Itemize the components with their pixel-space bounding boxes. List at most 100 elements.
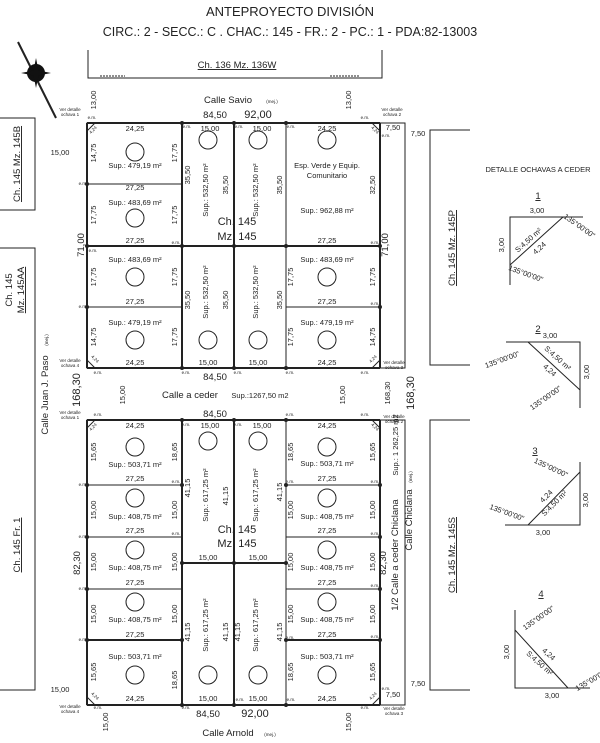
dims-d1500-label: 15,00 <box>199 358 218 367</box>
boundary-mark-dot <box>85 182 89 186</box>
boundary-mark-dot <box>378 535 382 539</box>
lots-s47919-label: Sup.: 479,19 m² <box>108 318 162 327</box>
lots-s61725-label: Sup.: 617,25 m² <box>201 598 210 652</box>
block-ch-label: Ch. 145 <box>218 216 257 228</box>
lot-marker-circle <box>317 592 337 612</box>
lots-s48369-label: Sup.: 483,69 m² <box>108 255 162 264</box>
dims-d1565-label: 15,65 <box>89 443 98 462</box>
dims-d1500-label: 15,00 <box>286 501 295 520</box>
lot-marker-circle <box>317 130 337 150</box>
lots-s40875-label: Sup.: 408,75 m² <box>108 563 162 572</box>
boundary-mark-dot <box>284 703 288 707</box>
lots-s61725-label: Sup.: 617,25 m² <box>251 598 260 652</box>
lot-marker-circle <box>198 330 218 350</box>
boundary-mark-dot <box>180 483 184 487</box>
boundary-mark-dot <box>378 244 382 248</box>
dims-d1500-label: 15,00 <box>199 553 218 562</box>
boundary-mark-dot <box>180 121 184 125</box>
lots-s61725-label: Sup.: 617,25 m² <box>251 468 260 522</box>
dims-d2425-label: 24,25 <box>126 421 145 430</box>
lot-marker-circle <box>198 665 218 685</box>
dims-d1775-label: 17,75 <box>89 268 98 287</box>
lots-s40875-label: Sup.: 408,75 m² <box>300 563 354 572</box>
dims-d2425-label: 24,25 <box>126 124 145 133</box>
neighbors-west-mid-2-label: Mz. 145AA <box>16 266 27 313</box>
dims-d1865-label: 18,65 <box>286 663 295 682</box>
dims-d1865-label: 18,65 <box>170 671 179 690</box>
dims-d3550-label: 35,50 <box>221 291 230 310</box>
marks-ver-label: Ver detalle <box>59 358 81 363</box>
marks-em-label: e.m. <box>286 412 295 417</box>
dims-d1500-label: 15,00 <box>118 386 127 405</box>
detail-diag-label: 4,24 <box>541 362 558 378</box>
dims-d9200-label: 92,00 <box>244 109 272 121</box>
dims-d8230-label: 82,30 <box>378 551 389 575</box>
streets-east-label: Calle Chiclana <box>404 489 415 551</box>
boundary-mark-dot <box>85 535 89 539</box>
dims-d1775-label: 17,75 <box>170 268 179 287</box>
detail-angle-label: 135°00'00" <box>488 502 525 523</box>
marks-em-label: e.m. <box>286 479 295 484</box>
dims-d1500-label: 15,00 <box>89 553 98 572</box>
boundary-mark-dot <box>232 703 236 707</box>
dims-d2425-label: 24,25 <box>126 694 145 703</box>
dims-d1565-label: 15,65 <box>368 663 377 682</box>
dims-d1500-label: 15,00 <box>170 605 179 624</box>
streets-ceder-label: Calle a ceder <box>162 390 218 401</box>
dims-d424-label: 4,24 <box>90 691 100 701</box>
detail-side-label: 3,00 <box>545 691 560 700</box>
detail-side-label: 3,00 <box>582 365 591 380</box>
boundary-mark-dot <box>378 483 382 487</box>
dims-d1500-label: 15,00 <box>201 124 220 133</box>
dims-d4115-label: 41,15 <box>221 623 230 642</box>
lot-marker-circle <box>125 437 145 457</box>
dims-d8450-label: 84,50 <box>203 110 227 121</box>
marks-em-label: e.m. <box>94 705 103 710</box>
dims-d3550-label: 35,50 <box>183 166 192 185</box>
dims-d8450-label: 84,50 <box>203 372 227 383</box>
ochava-details <box>505 216 590 689</box>
lots-s53250-label: Sup.: 532,50 m² <box>201 163 210 217</box>
marks-em-label: e.m. <box>79 181 88 186</box>
boundary-mark-dot <box>378 587 382 591</box>
dims-d1500-label: 15,00 <box>368 501 377 520</box>
streets-west-label: Calle Juan J. Paso <box>40 355 51 434</box>
marks-ver-label: Ver detalle <box>59 704 81 709</box>
dims-d2725-label: 27,25 <box>126 236 145 245</box>
dims-d424-label: 4,24 <box>370 422 380 432</box>
lots-s96288-label: Sup.: 962,88 m² <box>300 206 354 215</box>
boundary-mark-dot <box>180 366 184 370</box>
detail-side-label: 3,00 <box>530 206 545 215</box>
marks-o3-label: ochava 3 <box>385 365 404 370</box>
dims-d1500-label: 15,00 <box>170 553 179 572</box>
lot-marker-circle <box>198 431 218 451</box>
lots-s53250-label: Sup.: 532,50 m² <box>251 265 260 319</box>
dims-d750-label: 7,50 <box>386 123 401 132</box>
block-mz-label: Mz. 145 <box>217 538 256 550</box>
dims-d2725-label: 27,25 <box>126 526 145 535</box>
detail-angle-label: 135°00'00" <box>507 263 544 284</box>
boundary-mark-dot <box>378 638 382 642</box>
dims-d750-label: 7,50 <box>386 690 401 699</box>
dims-d2725-label: 27,25 <box>318 526 337 535</box>
lots-s47919-label: Sup.: 479,19 m² <box>300 318 354 327</box>
lot-marker-circle <box>125 267 145 287</box>
detail-n3-label: 3 <box>532 446 537 457</box>
marks-em-label: e.m. <box>371 240 380 245</box>
neighbors-east-upper-label: Ch. 145 Mz. 145P <box>447 210 458 286</box>
lot-marker-circle <box>248 330 268 350</box>
dims-d2725-label: 27,25 <box>318 474 337 483</box>
boundary-mark-dot <box>85 305 89 309</box>
marks-em-label: e.m. <box>382 133 391 138</box>
dims-d4115-label: 41,15 <box>183 623 192 642</box>
compass-rose-icon <box>17 41 57 119</box>
lots-s50371-label: Sup.: 503,71 m² <box>300 459 354 468</box>
streets-south-label: Calle Arnold <box>202 728 253 739</box>
dims-d1500-label: 15,00 <box>249 694 268 703</box>
lot-marker-circle <box>317 437 337 457</box>
dims-d424-label: 4,24 <box>368 691 378 701</box>
lots-green2-label: Comunitario <box>307 171 347 180</box>
marks-em-label: e.m. <box>371 301 380 306</box>
marks-ver-label: Ver detalle <box>381 107 403 112</box>
lot-marker-circle <box>317 665 337 685</box>
